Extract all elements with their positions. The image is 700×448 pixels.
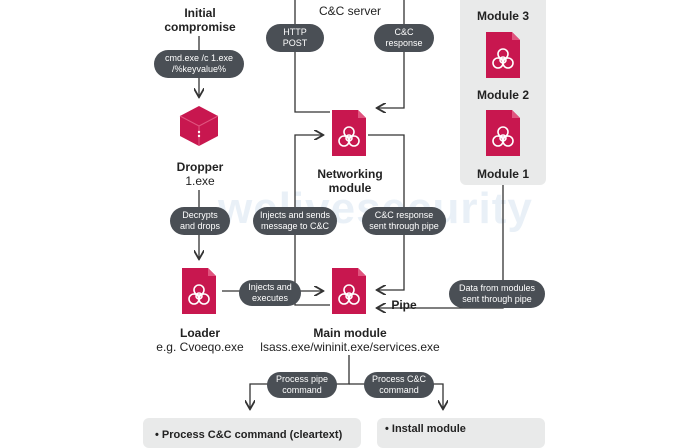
process-pipe-line2: command <box>282 385 322 395</box>
injects-exec-line1: Injects and <box>248 282 292 292</box>
cmd-pill: cmd.exe /c 1.exe/%keyvalue% <box>154 50 244 78</box>
dropper-label: Dropper 1.exe <box>150 160 250 188</box>
networking-label: Networking module <box>300 167 400 195</box>
dropper-sub: 1.exe <box>185 174 215 188</box>
process-cc-line2: command <box>379 385 419 395</box>
panel-item: • Process C&C command (cleartext) <box>155 429 343 441</box>
connectors <box>0 0 504 438</box>
networking-line2: module <box>328 181 372 195</box>
injects-sends-line2: message to C&C <box>260 221 329 231</box>
diagram: welivesecurity <box>0 0 546 448</box>
process-cc-line1: Process C&C <box>371 374 426 384</box>
process-pipe-line1: Process pipe <box>275 374 329 384</box>
initial-compromise-label: Initial compromise <box>150 6 250 34</box>
cc-response-line2: response <box>385 38 423 48</box>
module3-label: Module 3 <box>476 9 529 23</box>
cc-resp-pipe-line1: C&C response <box>374 210 434 220</box>
cc-resp-pipe-line2: sent through pipe <box>369 221 439 231</box>
initial-line1: Initial <box>184 6 216 20</box>
loader-label: Loader e.g. Cvoeqo.exe <box>140 326 260 354</box>
cc-command-panel: • Install module <box>377 418 545 448</box>
panel-item: • Install module <box>385 423 466 435</box>
networking-doc-icon <box>332 110 366 156</box>
injects-exec-line2: executes <box>251 293 289 303</box>
decrypts-line1: Decrypts <box>182 210 218 220</box>
module2-doc-icon <box>486 32 520 78</box>
networking-line1: Networking <box>317 167 383 181</box>
arrow-modules-to-main <box>378 185 504 308</box>
initial-line2: compromise <box>164 20 236 34</box>
data-from-modules-line2: sent through pipe <box>462 294 532 304</box>
main-module-sub: lsass.exe/wininit.exe/services.exe <box>260 340 440 354</box>
dropper-cube-icon <box>179 106 219 146</box>
loader-doc-icon <box>182 268 216 314</box>
http-post-line1: HTTP <box>283 27 307 37</box>
main-module-label: Main module lsass.exe/wininit.exe/servic… <box>250 326 450 354</box>
data-from-modules-line1: Data from modules <box>458 283 536 293</box>
cmd-line2: /%keyvalue% <box>171 64 226 74</box>
pipe-label: Pipe <box>391 298 417 312</box>
loader-title: Loader <box>179 326 220 340</box>
module1-doc-icon <box>486 110 520 156</box>
cmd-line1: cmd.exe /c 1.exe <box>164 53 234 63</box>
module2-label: Module 2 <box>476 88 529 102</box>
main-module-title: Main module <box>313 326 387 340</box>
loader-sub: e.g. Cvoeqo.exe <box>156 340 244 354</box>
injects-sends-line1: Injects and sends <box>259 210 331 220</box>
http-post-line2: POST <box>282 38 308 48</box>
module1-label: Module 1 <box>476 167 529 181</box>
pipe-command-panel: • Process C&C command (cleartext) <box>143 418 361 448</box>
main-module-doc-icon <box>332 268 366 314</box>
dropper-title: Dropper <box>176 160 224 174</box>
cc-response-line1: C&C <box>394 27 414 37</box>
decrypts-line2: and drops <box>179 221 221 231</box>
cc-server-label: C&C server <box>318 4 381 18</box>
